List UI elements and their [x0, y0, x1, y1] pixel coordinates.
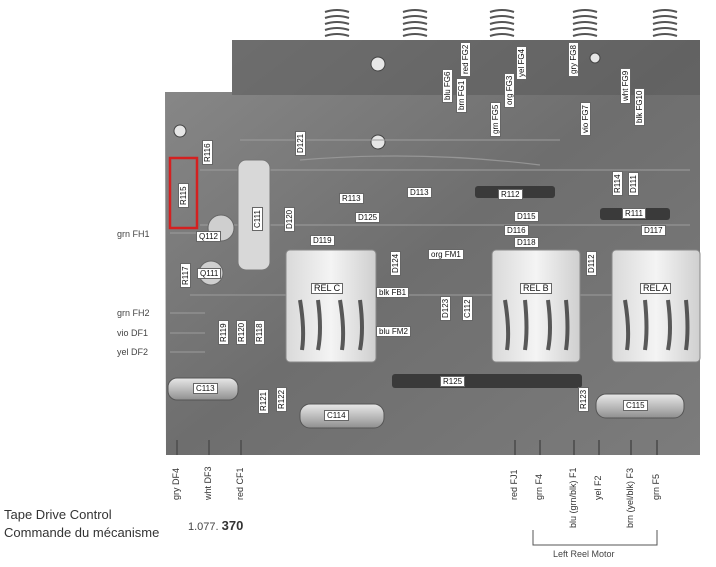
component-d124: D124 — [390, 250, 401, 276]
document-number-main: 370 — [221, 518, 244, 533]
wire-tag-yel-fg4: yel FG4 — [516, 45, 527, 80]
wire-label-yel-df2: yel DF2 — [117, 347, 149, 357]
component-d113: D113 — [407, 187, 432, 198]
wire-label-blu-f1: blu (grn/blk) F1 — [568, 467, 578, 528]
component-r121: R121 — [258, 388, 269, 414]
left-reel-motor-label: Left Reel Motor — [553, 549, 615, 559]
wire-tag-org-fm1: org FM1 — [428, 249, 464, 260]
component-r125: R125 — [440, 376, 466, 387]
screws — [173, 52, 601, 150]
component-r118: R118 — [254, 320, 265, 345]
component-r116: R116 — [202, 140, 213, 165]
wire-label-vio-df1: vio DF1 — [117, 328, 149, 338]
component-r120: R120 — [236, 319, 247, 345]
wire-tag-red-fg2: red FG2 — [460, 41, 471, 77]
relays — [285, 249, 701, 363]
component-c114: C114 — [324, 410, 349, 421]
wire-label-brn-f3: brn (yel/blk) F3 — [625, 467, 635, 528]
component-r111: R111 — [622, 208, 646, 219]
component-d121: D121 — [295, 130, 306, 156]
component-r117: R117 — [180, 263, 191, 288]
component-d112: D112 — [586, 251, 597, 276]
wire-label-grn-fh1: grn FH1 — [117, 229, 150, 239]
diagram-title-fr: Commande du mécanisme — [4, 525, 160, 540]
wire-label-grn-f4: grn F4 — [534, 473, 544, 500]
component-d116: D116 — [504, 225, 529, 236]
r115-highlight-box — [168, 156, 199, 230]
diagram-title-en: Tape Drive Control — [4, 507, 112, 522]
relay-b-label: REL B — [520, 283, 552, 294]
component-r119: R119 — [218, 320, 229, 345]
component-c111: C111 — [252, 207, 263, 231]
component-c113: C113 — [193, 383, 218, 394]
springs — [324, 9, 678, 37]
component-d120: D120 — [284, 206, 295, 232]
component-c112: C112 — [462, 296, 473, 321]
wire-label-gry-df4: gry DF4 — [171, 467, 181, 500]
component-d111: D111 — [628, 172, 639, 196]
wire-tag-gry-fg8: gry FG8 — [568, 42, 579, 77]
wire-tag-vio-fg7: vio FG7 — [580, 101, 591, 136]
component-q112: Q112 — [196, 231, 221, 242]
component-q111: Q111 — [197, 268, 222, 279]
component-d123: D123 — [440, 295, 451, 321]
relay-c-label: REL C — [311, 283, 344, 294]
wire-tag-blu-fm2: blu FM2 — [376, 326, 411, 337]
component-r113: R113 — [339, 193, 364, 204]
component-d125: D125 — [355, 212, 381, 223]
wire-label-red-cf1: red CF1 — [235, 467, 245, 500]
component-r123: R123 — [578, 386, 589, 412]
component-r112: R112 — [498, 189, 523, 200]
wire-tag-blk-fb1: blk FB1 — [376, 287, 410, 298]
wire-tag-blk-fg10: blk FG10 — [634, 87, 645, 126]
wire-tag-grn-fg5: grn FG5 — [490, 101, 501, 137]
wire-label-yel-f2: yel F2 — [593, 475, 603, 500]
component-r115: R115 — [178, 183, 189, 208]
wire-tag-blu-fg6: blu FG6 — [442, 68, 453, 103]
bottom-connector-pins — [176, 440, 658, 455]
wire-label-grn-f5: grn F5 — [651, 473, 661, 500]
component-c115: C115 — [623, 400, 648, 411]
component-r114: R114 — [612, 171, 623, 196]
wire-tag-org-fg3: org FG3 — [504, 72, 515, 108]
wire-tag-wht-fg9: wht FG9 — [620, 67, 631, 104]
relay-a-label: REL A — [640, 283, 672, 294]
left-leader-lines — [170, 232, 205, 353]
component-r122: R122 — [276, 386, 287, 412]
wire-label-grn-fh2: grn FH2 — [117, 308, 150, 318]
wire-label-wht-df3: wht DF3 — [203, 466, 213, 500]
component-d117: D117 — [641, 225, 666, 236]
component-d115: D115 — [514, 211, 539, 222]
wire-label-red-fj1: red FJ1 — [509, 469, 519, 500]
document-number: 1.077. 370 — [188, 518, 243, 533]
document-number-prefix: 1.077. — [188, 521, 219, 533]
wire-tag-brn-fg1: brn FG1 — [456, 77, 467, 113]
left-reel-motor-bracket — [532, 530, 658, 546]
component-d118: D118 — [514, 237, 539, 248]
component-d119: D119 — [310, 235, 335, 246]
